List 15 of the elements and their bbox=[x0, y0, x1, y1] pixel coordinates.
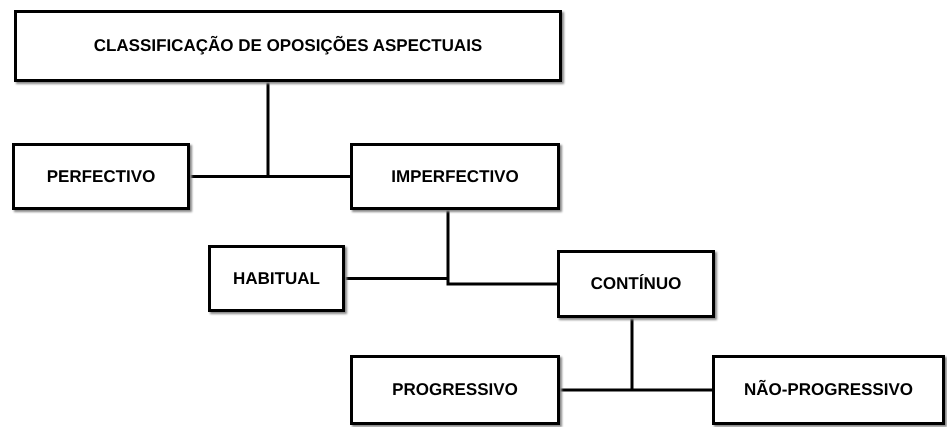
category-box bbox=[712, 355, 945, 425]
category-box bbox=[14, 10, 562, 82]
category-box bbox=[350, 143, 560, 210]
category-box bbox=[12, 143, 190, 210]
connector-line bbox=[630, 318, 712, 392]
category-label: PROGRESSIVO bbox=[392, 380, 518, 400]
category-box bbox=[557, 250, 715, 318]
category-box bbox=[208, 245, 345, 312]
category-label: CLASSIFICAÇÃO DE OPOSIÇÕES ASPECTUAIS bbox=[94, 36, 482, 56]
category-label: PERFECTIVO bbox=[46, 166, 156, 186]
category-box bbox=[350, 355, 560, 425]
category-label: IMPERFECTIVO bbox=[391, 166, 519, 186]
category-label: CONTÍNUO bbox=[590, 274, 682, 294]
category-label: NÃO-PROGRESSIVO bbox=[744, 380, 914, 400]
category-label: HABITUAL bbox=[233, 268, 320, 288]
